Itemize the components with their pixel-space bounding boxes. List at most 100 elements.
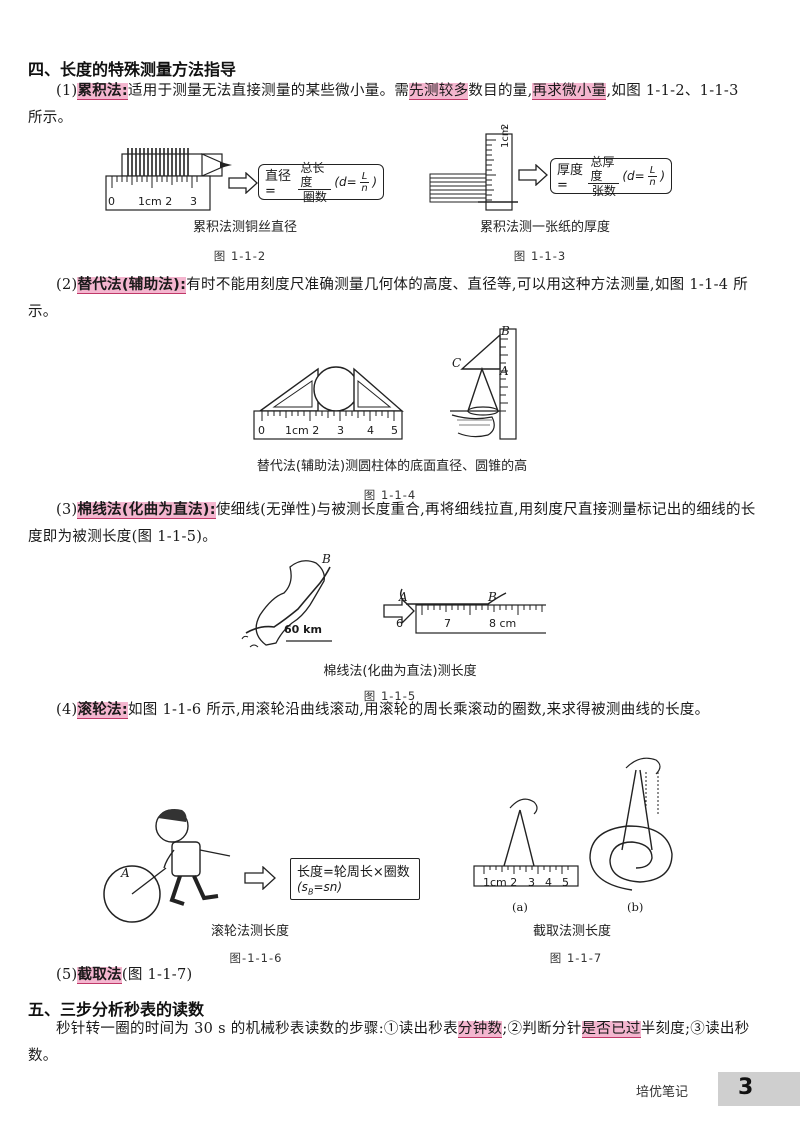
point-label-a: A — [121, 866, 130, 880]
section-title-4: 四、长度的特殊测量方法指导 — [28, 60, 237, 79]
text: 有时不能用刻度尺准确测量几何体的高度、直径等,可以用这种方法测量,如图 1-1-… — [28, 277, 749, 320]
copper-wire-coil-figure — [105, 148, 232, 211]
ruler-label: 7 — [444, 617, 451, 630]
text: ,如图 1-1-2、1-1-3 所示。 — [28, 83, 739, 126]
item-number: (5) — [56, 967, 78, 983]
text: 使细线(无弹性)与被测长度重合,再将细线拉直,用刻度尺直接测量标记出的细线的长度… — [28, 502, 756, 545]
ruler-label: 2 — [500, 123, 511, 130]
paragraph-accumulation: (1)累积法:适用于测量无法直接测量的某些微小量。需先测较多数目的量,再求微小量… — [28, 78, 758, 132]
formula-part: =sn) — [313, 880, 343, 895]
map-string-figure — [241, 560, 546, 648]
formula-text: 直径= — [265, 169, 292, 199]
text: 数目的量, — [468, 83, 533, 99]
formula-line: (sB=sn) — [297, 880, 342, 896]
figure-caption: 棉线法(化曲为直法)测长度 — [323, 664, 477, 679]
fraction-denominator: n — [649, 176, 656, 188]
term-colon: : — [209, 502, 216, 519]
figure-label: 图 1-1-2 — [213, 249, 267, 263]
fraction-denominator: n — [361, 182, 368, 194]
formula-subscript: B — [307, 887, 314, 897]
phrase-highlight: 先测较多 — [409, 83, 469, 100]
item-number: (2) — [56, 277, 78, 293]
text: (图 1-1-7) — [121, 967, 193, 983]
divider-on-spiral-figure — [589, 757, 673, 891]
item-number: (1) — [56, 83, 78, 99]
term-colon: : — [180, 277, 187, 294]
paragraph-string-method: (3)棉线法(化曲为直法):使细线(无弹性)与被测长度重合,再将细线拉直,用刻度… — [28, 497, 758, 551]
subfigure-label-b: (b) — [627, 900, 644, 914]
term-colon: : — [121, 83, 128, 100]
point-label-b: B — [501, 324, 510, 338]
phrase-highlight: 再求微小量 — [532, 83, 607, 100]
figure-label: 图 1-1-4 — [363, 488, 417, 502]
formula-var: ) — [372, 175, 377, 189]
arrow-right-icon — [244, 866, 276, 890]
formula-var: ) — [660, 169, 665, 183]
figure-label: 图 1-1-7 — [549, 951, 603, 965]
text: 适用于测量无法直接测量的某些微小量。需 — [127, 83, 410, 99]
term-highlight: 替代法(辅助法) — [77, 277, 181, 294]
formula-var: (d= — [622, 169, 645, 183]
formula-var: (d= — [334, 175, 357, 189]
text: ;②判断分针 — [502, 1021, 582, 1037]
formula-part: (s — [297, 880, 308, 895]
term-highlight: 累积法 — [77, 83, 122, 100]
divider-on-ruler-figure — [473, 798, 579, 887]
formula-text: 厚度= — [557, 163, 584, 193]
figure-caption: 累积法测铜丝直径 — [192, 220, 297, 235]
point-label-a: A — [500, 364, 509, 378]
term-highlight: 截取法 — [77, 967, 122, 984]
page-number: 3 — [738, 1075, 754, 1100]
substitution-method-figure — [253, 328, 517, 440]
fraction: 总长度圈数 — [298, 161, 332, 204]
ruler-label: 3 — [337, 424, 344, 437]
term-highlight: 棉线法(化曲为直法) — [77, 502, 210, 519]
fraction: 总厚度张数 — [588, 155, 620, 198]
fraction-numerator: 总厚度 — [588, 155, 620, 184]
ruler-label: 8 cm — [489, 617, 517, 630]
formula-box-roller: 长度=轮周长×圈数 (sB=sn) — [290, 858, 420, 900]
ruler-label: 0 — [258, 424, 265, 437]
figure-label: 图 1-1-3 — [513, 249, 567, 263]
ruler-label: 5 — [562, 876, 569, 889]
subfigure-label-a: (a) — [512, 900, 528, 914]
item-number: (3) — [56, 502, 78, 518]
arrow-right-icon — [228, 172, 258, 194]
ruler-label: 1cm 2 — [483, 876, 518, 889]
text: 半刻度;③读出秒数。 — [28, 1021, 750, 1064]
point-label-b: B — [488, 590, 497, 604]
arrow-right-icon — [518, 164, 548, 186]
term-colon: : — [121, 702, 128, 719]
fraction-denominator: 圈数 — [302, 189, 327, 204]
formula-line: 长度=轮周长×圈数 — [297, 865, 410, 881]
figure-label: 图-1-1-6 — [229, 951, 283, 965]
paragraph-substitution: (2)替代法(辅助法):有时不能用刻度尺准确测量几何体的高度、直径等,可以用这种… — [28, 272, 758, 326]
paragraph-cutting-method: (5)截取法(图 1-1-7) — [28, 962, 758, 989]
figure-caption: 累积法测一张纸的厚度 — [479, 220, 610, 235]
footer-book-title: 培优笔记 — [636, 1085, 689, 1100]
ruler-label: 6 — [396, 617, 403, 630]
paper-stack-figure — [429, 133, 518, 211]
fraction-denominator: 张数 — [591, 183, 616, 198]
text: 秒针转一圈的时间为 30 s 的机械秒表读数的步骤:①读出秒表 — [56, 1021, 458, 1037]
figure-label: 图 1-1-5 — [363, 689, 417, 703]
paragraph-stopwatch: 秒针转一圈的时间为 30 s 的机械秒表读数的步骤:①读出秒表分钟数;②判断分针… — [28, 1016, 758, 1070]
point-label-b: B — [322, 552, 331, 566]
figure-caption: 截取法测长度 — [532, 924, 611, 939]
ruler-label: 5 — [391, 424, 398, 437]
ruler-label: 1cm 2 — [285, 424, 320, 437]
ruler-label: 4 — [545, 876, 552, 889]
ruler-label: 0 — [108, 195, 115, 208]
text: 如图 1-1-6 所示,用滚轮沿曲线滚动,用滚轮的周长乘滚动的圈数,来求得被测曲… — [127, 702, 710, 718]
ruler-label: 4 — [367, 424, 374, 437]
phrase-highlight: 分钟数 — [457, 1021, 503, 1038]
fraction-numerator: L — [359, 170, 370, 183]
point-label-c: C — [452, 356, 462, 370]
map-scale-label: 60 km — [284, 623, 322, 636]
boy-with-roller-figure — [103, 809, 231, 923]
footer-page-bar: 3 — [718, 1072, 800, 1106]
